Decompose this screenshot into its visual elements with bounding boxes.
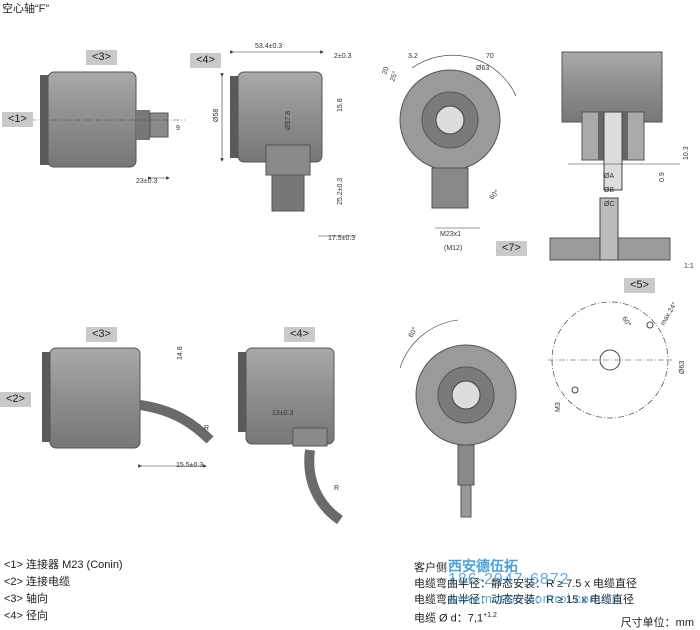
dim-53-4: 53.4±0.3 (255, 43, 282, 50)
watermark-phone: 186-2947-6872 (448, 571, 570, 588)
dim-58: Ø58 (213, 109, 220, 122)
dim-b: ØB (604, 187, 614, 194)
dim-60deg-a: 60° (488, 188, 501, 201)
dim-14-8: 14.8 (177, 346, 184, 360)
dim-m3: M3 (555, 402, 562, 412)
watermark-url: www.motion-control.com.cn (448, 591, 620, 606)
legend-item-3: <3> 轴向 (4, 593, 49, 605)
dim-25-2: 25.2±0.3 (337, 178, 344, 205)
dim-15-8: 15.8 (337, 98, 344, 112)
dim-c: ØC (604, 201, 615, 208)
watermark-name: 西安德伍拓 (448, 558, 518, 574)
legend-item-1: <1> 连接器 M23 (Conin) (4, 559, 123, 571)
tag-7: <7> (496, 241, 527, 256)
note-customer-side: 客户侧 (414, 562, 447, 574)
tag-1: <1> (2, 112, 33, 127)
encoder-axial-connector-view (30, 71, 185, 180)
dim-m12: (M12) (444, 245, 462, 252)
dim-2: 2±0.3 (334, 53, 352, 60)
tag-3-top: <3> (86, 50, 117, 65)
dim-m23: M23x1 (440, 231, 461, 238)
tag-3-bottom: <3> (86, 327, 117, 342)
encoder-axial-cable-view (42, 347, 214, 468)
dim-9: 9 (176, 125, 180, 132)
legend-item-4: <4> 径向 (4, 610, 49, 622)
dim-17-5: 17.5±0.3 (328, 235, 355, 242)
dim-60deg-b: 60° (407, 326, 419, 339)
tag-4-bottom: <4> (284, 327, 315, 342)
dim-0-9: 0.9 (659, 172, 666, 182)
page-title: 空心轴“F” (2, 3, 50, 15)
dim-a: ØA (604, 173, 614, 180)
dim-r-1: R (204, 425, 209, 432)
note-static-radius: 电缆弯曲半径：静态安装：R ≥ 7.5 x 电缆直径 (414, 578, 637, 590)
dim-20: 20 (381, 66, 390, 76)
dim-10-3: 10.3 (683, 146, 690, 160)
dim-25deg: 25° (388, 70, 399, 83)
note-cable-diameter: 电缆 Ø d：7,1+1.2 (414, 612, 497, 625)
scale-1-1: 1:1 (684, 263, 694, 270)
note-dynamic-radius: 电缆弯曲半径：动态安装：R ≥ 15 x 电缆直径 (414, 594, 634, 606)
mounting-section-view (549, 51, 680, 261)
dim-15-5: 15.5±0.3 (176, 462, 203, 469)
dim-63-b: Ø63 (679, 361, 686, 374)
dim-max-24: max.24° (659, 301, 679, 327)
dim-63: Ø63 (476, 65, 489, 72)
tag-5: <5> (624, 278, 655, 293)
units-label: 尺寸单位：mm (620, 617, 694, 629)
dim-70: 70 (486, 53, 494, 60)
dim-57-8: Ø57.8 (285, 111, 292, 130)
dim-r-2: R (334, 485, 339, 492)
dim-3-2: 3.2 (408, 53, 418, 60)
encoder-front-connector-view (399, 54, 517, 229)
legend: <1> 连接器 M23 (Conin) <2> 连接电缆 <3> 轴向 <4> … (4, 557, 123, 625)
mounting-pattern-view (548, 301, 672, 419)
encoder-radial-cable-view (238, 347, 343, 525)
encoder-radial-connector-view (220, 50, 356, 237)
dim-13: 13±0.3 (272, 410, 293, 417)
dim-23: 23±0.3 (136, 178, 157, 185)
dim-60deg-c: 60° (620, 315, 632, 328)
encoder-front-cable-view (399, 319, 517, 518)
tag-4-top: <4> (190, 53, 221, 68)
cable-notes: 客户侧 电缆弯曲半径：静态安装：R ≥ 7.5 x 电缆直径 电缆弯曲半径：动态… (414, 560, 637, 627)
tag-2: <2> (0, 392, 31, 407)
legend-item-2: <2> 连接电缆 (4, 576, 71, 588)
